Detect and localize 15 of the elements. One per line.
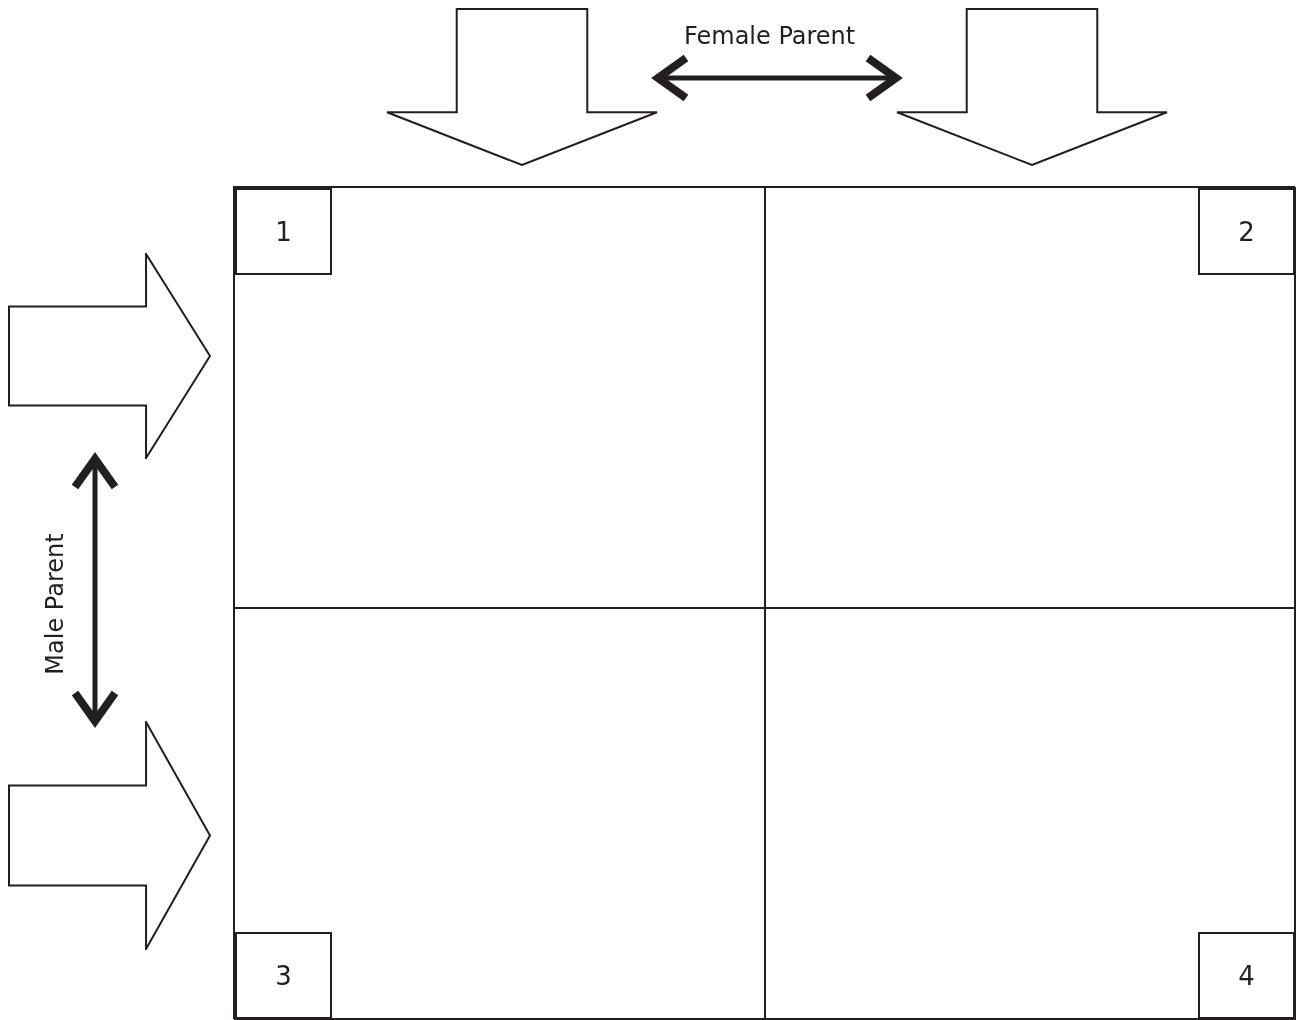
double-arrow <box>654 54 900 102</box>
number-box: 1 <box>235 188 332 275</box>
block-arrow <box>896 8 1168 166</box>
punnett-square <box>233 186 1295 1019</box>
block-arrow <box>8 721 211 950</box>
number-box: 4 <box>1198 932 1295 1019</box>
block-arrow <box>386 8 658 166</box>
double-arrow <box>71 455 119 725</box>
grid-cell <box>234 608 765 1020</box>
block-arrow <box>8 253 211 459</box>
grid-cell <box>765 608 1296 1020</box>
grid-cell <box>765 187 1296 608</box>
grid-cell <box>234 187 765 608</box>
number-box: 3 <box>235 932 332 1019</box>
number-box: 2 <box>1198 188 1295 275</box>
